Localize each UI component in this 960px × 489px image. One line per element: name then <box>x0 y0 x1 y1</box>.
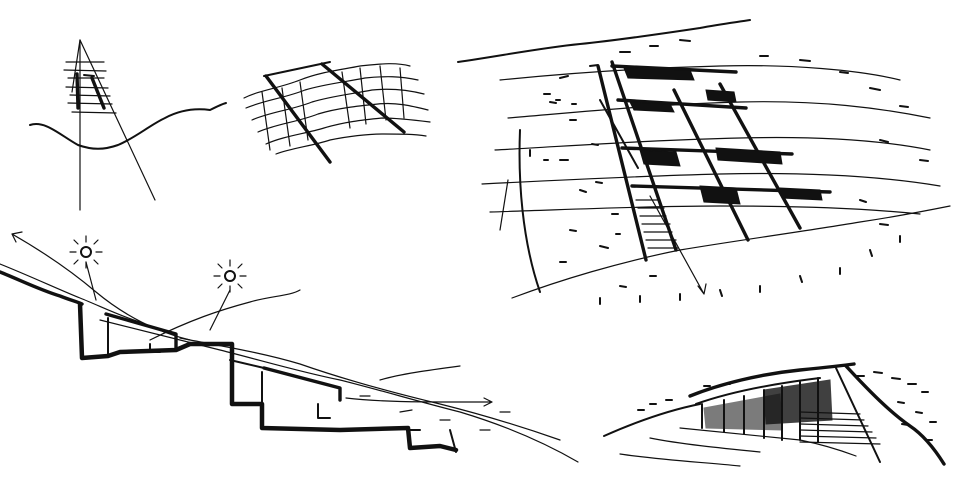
perspective-building-sketch <box>603 362 946 467</box>
horizon-line <box>457 19 751 63</box>
roof-line-2 <box>695 377 821 405</box>
terrain-line <box>29 102 227 150</box>
axis-arrow <box>649 195 707 295</box>
terrain-pole-sketch <box>29 39 227 211</box>
shaded-terraces <box>623 67 823 205</box>
sun-angle-line <box>85 261 231 331</box>
site-boundary-left-2 <box>499 179 509 231</box>
terrace-grid-sketch <box>243 61 431 164</box>
roof-line <box>688 362 856 398</box>
building-dark-block <box>763 379 833 425</box>
building-facade-shade <box>703 393 783 431</box>
roof-extend-right <box>844 364 946 466</box>
sun-ray-arrow <box>11 231 191 341</box>
terrace-beam-top <box>263 61 331 77</box>
pole-guide-line <box>79 39 156 201</box>
ground-line-top <box>0 270 84 306</box>
terrace-beam-left <box>264 74 332 164</box>
foreground-line <box>619 437 761 467</box>
ground-slope-left <box>603 403 701 437</box>
stepped-section-sketch <box>0 231 579 463</box>
terrace-roof-3 <box>229 359 265 369</box>
small-opening-1 <box>149 343 161 353</box>
hill-line-left <box>0 263 141 323</box>
pole-bar-top <box>83 74 95 77</box>
bottom-edge-line <box>835 367 881 463</box>
small-opening-2 <box>317 403 331 419</box>
pole-bar-right <box>90 76 106 110</box>
sun-icon-left <box>69 235 103 269</box>
slope-line-2 <box>179 337 561 441</box>
stair-treads <box>799 411 881 445</box>
inner-wall-3 <box>449 429 457 453</box>
site-contours <box>481 65 951 299</box>
terrace-floor <box>679 427 857 457</box>
terrace-roof-2 <box>262 366 342 402</box>
stepped-section-profile <box>77 301 459 453</box>
grid-ticks <box>261 65 405 151</box>
terrace-roof-1 <box>104 312 178 352</box>
pole-ticks <box>63 61 117 114</box>
pole-bar-left <box>75 72 80 110</box>
hill-dashes <box>359 365 511 431</box>
terrace-beam-right <box>320 62 406 134</box>
terrain-dashes-left <box>529 93 621 235</box>
site-axonometric-sketch <box>457 19 951 305</box>
site-boundary-left <box>518 129 541 293</box>
hill-right-dashes <box>637 371 937 441</box>
pole-guide-line-left <box>71 39 81 93</box>
sight-arrow <box>345 397 493 407</box>
slope-line <box>99 319 579 463</box>
terrain-dashes-right <box>549 39 929 305</box>
distant-hill <box>149 289 301 341</box>
sun-icon-right <box>213 259 247 293</box>
